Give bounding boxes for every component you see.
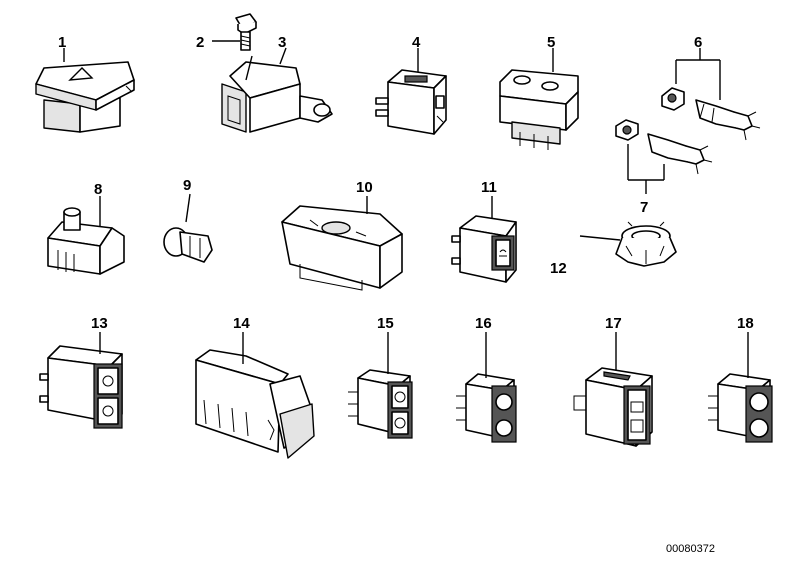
- part-10-console-switch: [281, 205, 403, 291]
- callout-3: 3: [278, 34, 286, 51]
- callout-12: 12: [550, 260, 567, 277]
- callout-8: 8: [94, 181, 102, 198]
- part-6-pressure-switch: [661, 87, 761, 141]
- part-12-retaining-clip: [615, 221, 677, 267]
- part-13-dual-switch: [39, 345, 123, 429]
- part-11-heater-switch: [451, 215, 517, 283]
- part-7-pressure-switch: [615, 119, 713, 175]
- part-5-switch-block: [499, 69, 579, 150]
- callout-17: 17: [605, 315, 622, 332]
- part-2-bolt: [235, 13, 257, 51]
- part-17-rocker-switch: [573, 367, 653, 447]
- callout-5: 5: [547, 34, 555, 51]
- callout-14: 14: [233, 315, 250, 332]
- document-number: 00080372: [666, 543, 715, 555]
- callout-15: 15: [377, 315, 394, 332]
- part-15-dual-rocker: [348, 369, 413, 439]
- part-18-dual-round-switch: [708, 373, 773, 443]
- callout-1: 1: [58, 34, 66, 51]
- callout-9: 9: [183, 177, 191, 194]
- callout-6: 6: [694, 34, 702, 51]
- part-16-dual-round-switch: [456, 373, 517, 443]
- callout-4: 4: [412, 34, 421, 51]
- part-9-plug: [163, 227, 213, 263]
- callout-18: 18: [737, 315, 754, 332]
- part-8-door-contact-switch: [47, 207, 125, 275]
- hazard-triangle-icon: [68, 67, 94, 81]
- callout-13: 13: [91, 315, 108, 332]
- callout-7: 7: [640, 199, 648, 216]
- part-1-hazard-switch: [35, 61, 135, 133]
- callout-2: 2: [196, 34, 204, 51]
- callout-16: 16: [475, 315, 492, 332]
- part-3-relay-bracket: [221, 55, 333, 133]
- callout-11: 11: [481, 179, 497, 196]
- callout-10: 10: [356, 179, 373, 196]
- part-4-small-relay: [375, 69, 447, 135]
- part-14-seat-switch: [195, 349, 315, 459]
